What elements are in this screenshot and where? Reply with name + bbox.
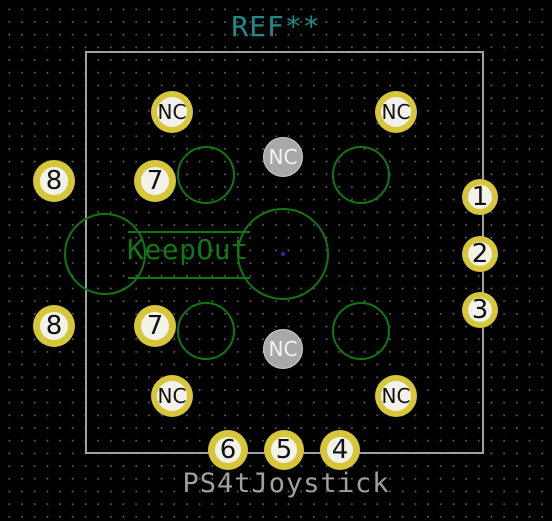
keepout-label: KeepOut bbox=[127, 233, 249, 266]
pad-drill: NC bbox=[156, 96, 188, 128]
pad-label: NC bbox=[268, 337, 298, 361]
pad-nc-0: NC bbox=[151, 91, 193, 133]
keepout-circle-upper-right bbox=[332, 146, 390, 204]
pad-drill: 8 bbox=[40, 312, 68, 340]
pad-5-14: 5 bbox=[264, 430, 304, 470]
pad-label: NC bbox=[157, 99, 187, 124]
pad-label: NC bbox=[157, 383, 187, 408]
npth-hole-nc-10: NC bbox=[263, 329, 303, 369]
pad-nc-1: NC bbox=[375, 91, 417, 133]
pad-1-5: 1 bbox=[462, 179, 498, 215]
pad-drill: NC bbox=[264, 138, 302, 176]
pad-drill: 7 bbox=[141, 312, 169, 340]
pad-8-3: 8 bbox=[33, 160, 75, 202]
pad-7-4: 7 bbox=[134, 160, 176, 202]
pad-4-15: 4 bbox=[320, 430, 360, 470]
footprint-anchor-marker bbox=[281, 252, 285, 256]
pad-label: 3 bbox=[471, 295, 489, 325]
reference-designator: REF** bbox=[231, 10, 321, 43]
pad-label: 7 bbox=[146, 166, 164, 196]
pad-label: 8 bbox=[45, 311, 63, 341]
pad-2-6: 2 bbox=[462, 236, 498, 272]
pad-drill: 5 bbox=[270, 434, 298, 465]
pad-drill: NC bbox=[264, 330, 302, 368]
pad-drill: NC bbox=[380, 380, 412, 412]
pad-drill: 6 bbox=[214, 434, 242, 465]
pad-drill: 8 bbox=[40, 167, 68, 195]
pad-label: NC bbox=[381, 383, 411, 408]
pad-label: 7 bbox=[146, 311, 164, 341]
npth-hole-nc-2: NC bbox=[263, 137, 303, 177]
pad-label: 8 bbox=[45, 166, 63, 196]
pad-drill: 2 bbox=[468, 239, 492, 269]
pad-drill: NC bbox=[156, 380, 188, 412]
keepout-circle-upper-left bbox=[177, 146, 235, 204]
pad-label: 4 bbox=[331, 434, 349, 465]
keepout-circle-lower-left bbox=[177, 302, 235, 360]
keepout-circle-left bbox=[64, 213, 146, 295]
pad-6-13: 6 bbox=[208, 430, 248, 470]
keepout-circle-lower-right bbox=[332, 302, 390, 360]
pad-label: 5 bbox=[275, 434, 293, 465]
pad-label: 2 bbox=[471, 239, 489, 269]
pad-drill: NC bbox=[380, 96, 412, 128]
pad-nc-11: NC bbox=[151, 375, 193, 417]
pad-nc-12: NC bbox=[375, 375, 417, 417]
pad-label: 6 bbox=[219, 434, 237, 465]
pad-3-7: 3 bbox=[462, 292, 498, 328]
pad-8-8: 8 bbox=[33, 305, 75, 347]
footprint-value: PS4tJoystick bbox=[182, 468, 390, 499]
pad-7-9: 7 bbox=[134, 305, 176, 347]
pad-drill: 7 bbox=[141, 167, 169, 195]
pad-label: NC bbox=[268, 145, 298, 169]
silkscreen-keepout-shapes bbox=[64, 146, 390, 360]
pad-drill: 1 bbox=[468, 182, 492, 212]
pad-drill: 4 bbox=[326, 434, 354, 465]
keepout-circle-center bbox=[237, 208, 329, 300]
pad-label: NC bbox=[381, 99, 411, 124]
pad-drill: 3 bbox=[468, 295, 492, 325]
pad-label: 1 bbox=[471, 182, 489, 212]
